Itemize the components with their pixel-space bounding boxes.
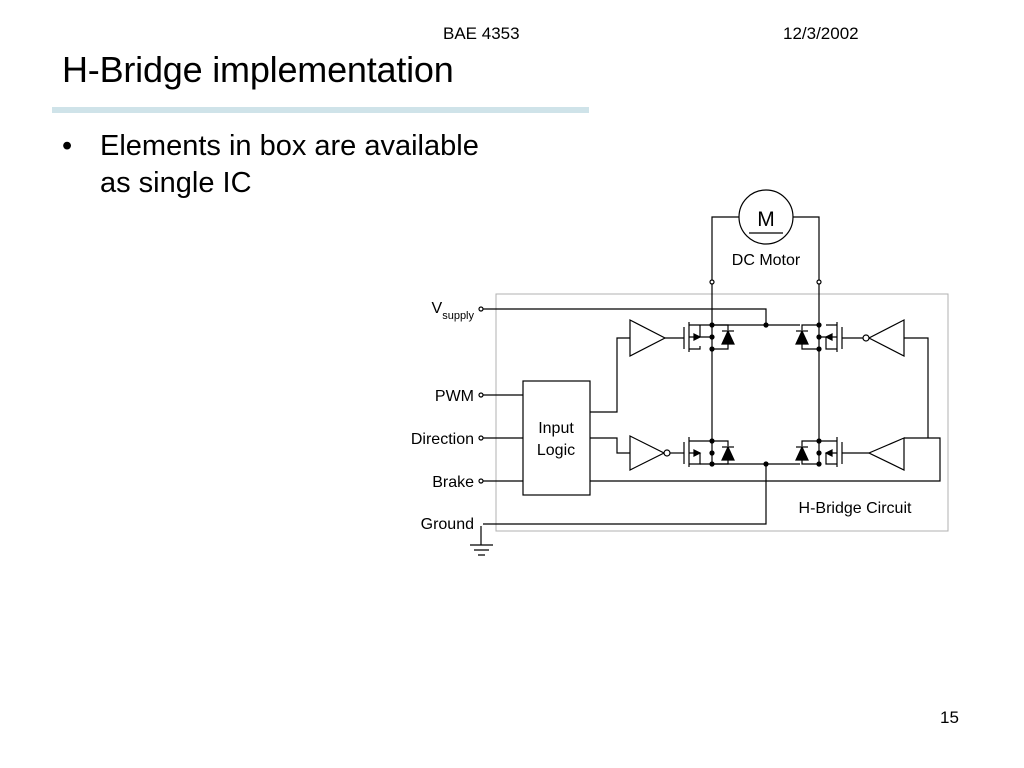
bullet-dot: • [62,130,73,162]
driver-top-right [867,319,905,357]
ground-label: Ground [421,516,474,533]
motor-right-lead [793,216,820,282]
mosfet-top-right [819,322,843,352]
bullet-item: • Elements in box are available as single… [62,128,500,202]
logic-label-line2: Logic [537,442,575,459]
ground-rail [483,464,767,525]
motor-symbol-letter: M [757,208,775,231]
brake-label: Brake [432,474,474,491]
h-bridge-label: H-Bridge Circuit [799,500,912,517]
course-code: BAE 4353 [443,24,520,43]
mosfet-top-left [683,322,712,352]
driver-bottom-right [867,437,905,471]
direction-label: Direction [411,431,474,448]
diode-top-right [795,324,819,350]
mosfet-bottom-left [683,437,712,467]
vsupply-rail [483,308,767,325]
slide-date: 12/3/2002 [783,24,859,43]
motor-label: DC Motor [732,252,801,269]
mosfet-bottom-right [819,437,843,467]
diode-bottom-left [712,440,735,465]
input-logic-box [522,380,591,496]
logic-label-line1: Input [538,420,574,437]
ground-symbol [470,526,493,556]
driver-top-left [629,319,667,357]
bullet-text: Elements in box are available as single … [100,130,479,199]
bullet-list: • Elements in box are available as single… [62,128,500,202]
driver-bottom-left [629,435,666,471]
page-number: 15 [940,708,959,727]
pwm-label: PWM [435,388,474,405]
ic-boundary-box [495,293,949,532]
title-underline [52,107,589,113]
diode-top-left [712,324,735,350]
vsupply-label: Vsupply [432,300,475,322]
diode-bottom-right [795,440,819,465]
slide-title: H-Bridge implementation [62,49,454,90]
motor-left-lead [711,216,739,282]
